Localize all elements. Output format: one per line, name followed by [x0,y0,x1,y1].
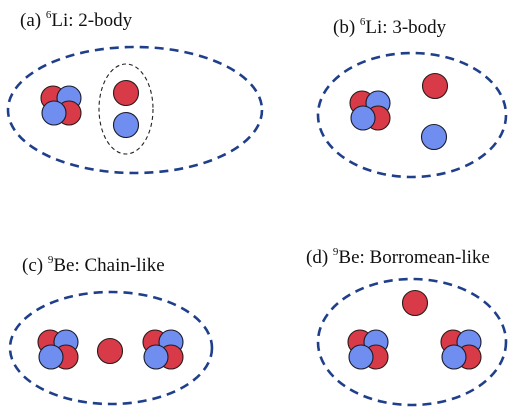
alpha-cluster [37,329,79,370]
alpha-cluster [40,85,82,126]
panel-b-label: (b) 6Li: 3-body [333,16,447,38]
neutron-halo [96,337,124,365]
alpha-cluster [349,90,391,131]
deuteron-boundary [98,63,154,155]
neutron [350,105,376,131]
proton [112,79,140,107]
neutron [348,344,374,370]
neutron-halo [401,289,429,317]
panel-a-diagram [6,45,264,175]
panel-d-diagram [316,277,508,407]
panel-b-diagram [316,51,508,179]
neutron [441,344,467,370]
nucleus-boundary-d [316,277,508,407]
neutron [143,344,169,370]
panel-a-label: (a) 6Li: 2-body [20,9,133,31]
neutron [38,344,64,370]
nucleus-boundary-a [6,45,264,175]
alpha-cluster [347,329,389,370]
proton [421,72,449,100]
nucleus-boundary-c [8,290,214,406]
nucleus-boundary-b [316,51,508,179]
neutron [420,123,448,151]
alpha-cluster [440,329,482,370]
alpha-cluster [142,329,184,370]
panel-d-label: (d) 9Be: Borromean-like [306,246,490,268]
neutron [41,100,67,126]
panel-c-diagram [8,290,214,406]
neutron [112,111,140,139]
panel-c-label: (c) 9Be: Chain-like [22,254,165,276]
